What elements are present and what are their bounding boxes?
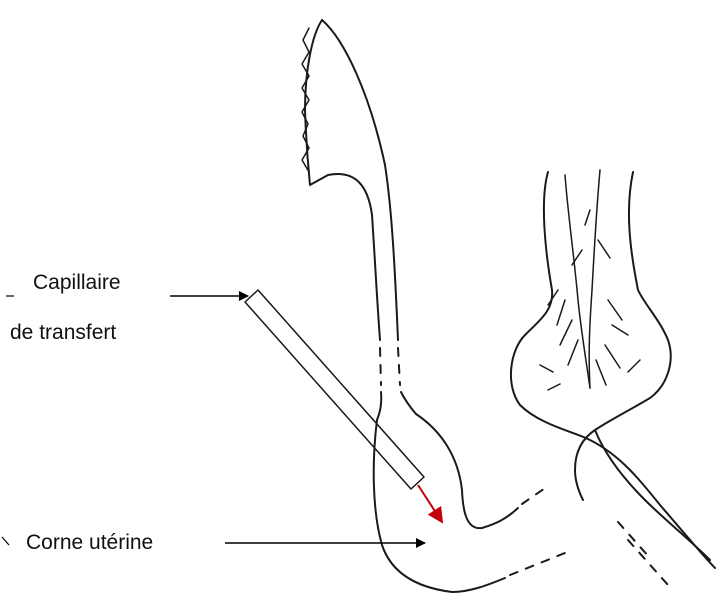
capillary-label-line1: Capillaire [33,272,121,293]
uterine-horn-outline [374,414,565,592]
ovary-outline [511,170,715,585]
injection-arrow [418,485,442,522]
uterine-horn-label: Corne utérine [26,532,153,553]
uterine-horn-tick [2,537,9,545]
oviduct-outline [302,20,416,420]
capillary-label-line2: de transfert [10,322,116,343]
